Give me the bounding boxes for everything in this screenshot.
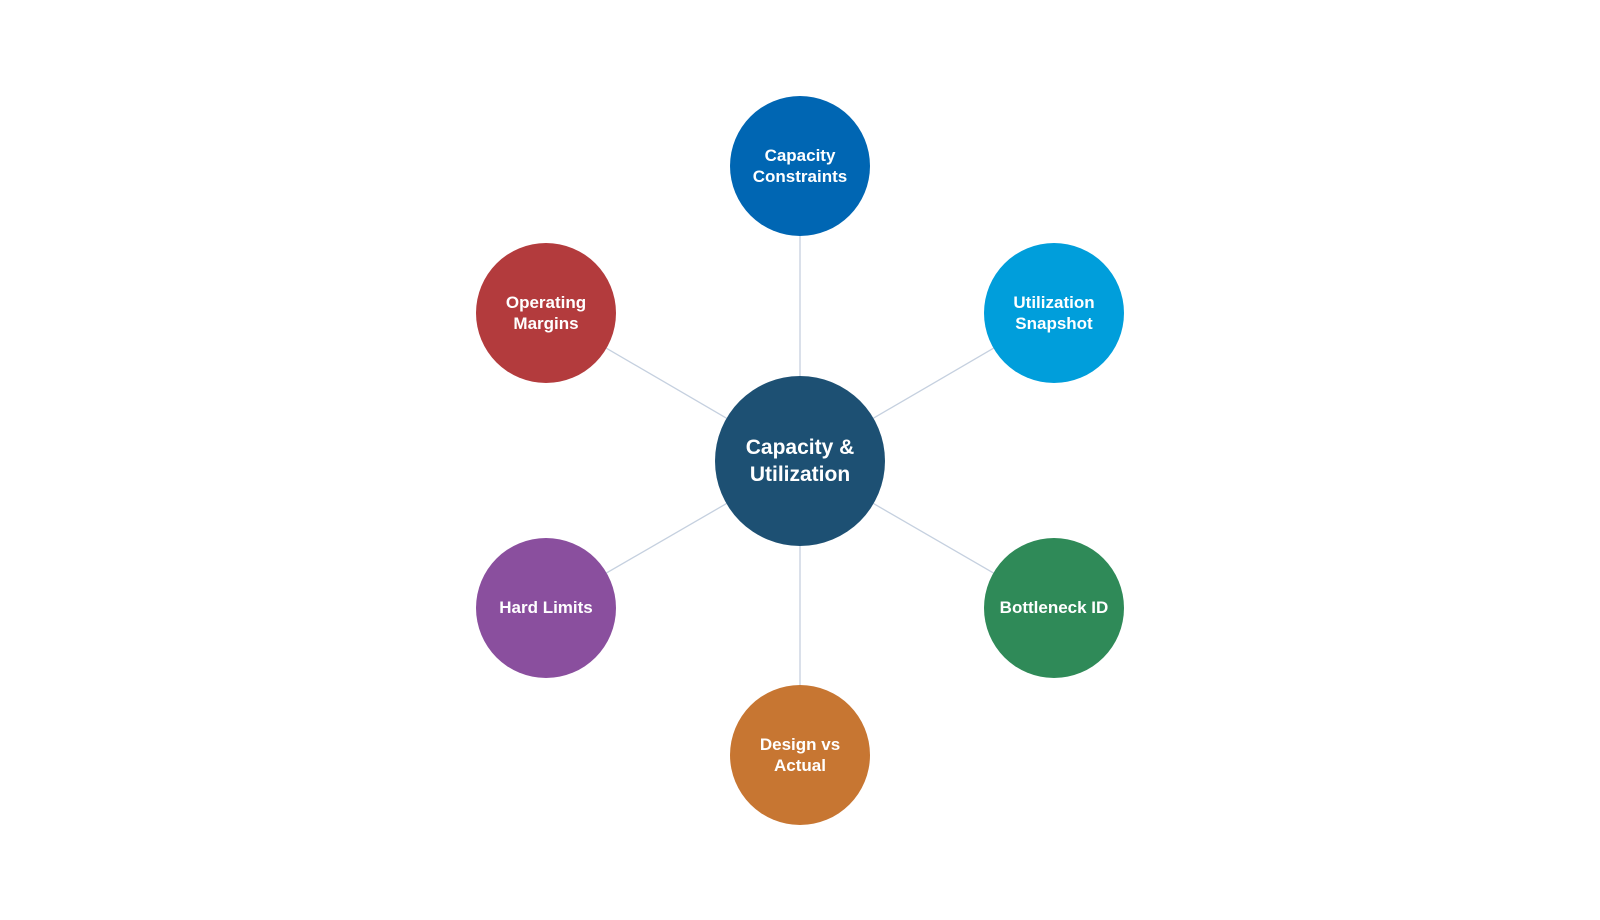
- node-design-vs-actual: Design vs Actual: [730, 685, 870, 825]
- node-label: Operating Margins: [505, 292, 587, 333]
- node-label: Hard Limits: [499, 598, 593, 618]
- node-utilization-snapshot: Utilization Snapshot: [984, 243, 1124, 383]
- node-label: Design vs Actual: [759, 734, 841, 775]
- node-operating-margins: Operating Margins: [476, 243, 616, 383]
- node-label: Utilization Snapshot: [1013, 292, 1095, 333]
- node-hard-limits: Hard Limits: [476, 538, 616, 678]
- node-capacity-constraints: Capacity Constraints: [730, 96, 870, 236]
- node-label: Bottleneck ID: [999, 598, 1109, 618]
- node-label: Capacity Constraints: [752, 145, 848, 186]
- node-bottleneck-id: Bottleneck ID: [984, 538, 1124, 678]
- hub-node-capacity-utilization: Capacity & Utilization: [715, 376, 885, 546]
- hub-label: Capacity & Utilization: [745, 435, 855, 486]
